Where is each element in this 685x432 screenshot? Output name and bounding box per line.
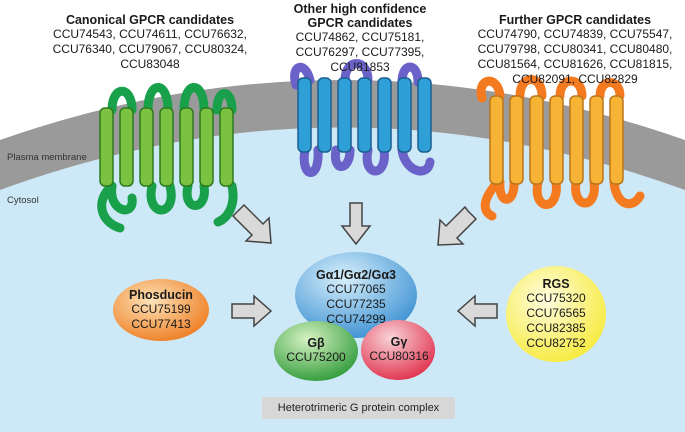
gbeta-node [274,321,358,381]
other-gpcr-heading: GPCR candidates [307,16,413,30]
gbeta-title: Gβ [307,336,325,350]
blue-helix-1 [297,77,312,153]
green-c-terminus [97,181,125,233]
blue-helix-6 [397,77,412,153]
blue-loops [290,59,435,177]
green-helix-6 [199,107,214,187]
arrow-from-canonical [231,203,272,244]
further-gpcr-id-line: CCU82091, CCU82829 [512,72,638,86]
blue-helix-4 [357,77,372,153]
green-helix-7 [219,107,234,187]
galpha-title: Gα1/Gα2/Gα3 [315,268,397,282]
phosducin-title: Phosducin [129,288,193,302]
galpha-text: Gα1/Gα2/Gα3 CCU77065 CCU77235 CCU74299 [296,268,416,327]
arrow-from-phosducin [231,294,273,328]
rgs-node [506,266,606,362]
ggamma-node [361,320,435,380]
further-gpcr-id-line: CCU79798, CCU80341, CCU80480, [477,42,673,56]
green-helix-5 [179,107,194,187]
green-intracellular-loops [107,181,238,227]
ggamma-text: Gγ CCU80316 [363,335,435,364]
rgs-id: CCU75320 [526,291,586,305]
other-gpcr-id-line: CCU81853 [330,60,390,74]
further-gpcr-id-line: CCU74790, CCU74839, CCU75547, [477,27,673,41]
orange-helix-3 [529,95,544,185]
green-helix-1 [99,107,114,187]
canonical-gpcr-block: Canonical GPCR candidates CCU74543, CCU7… [40,13,260,72]
galpha-id: CCU77235 [326,297,386,311]
plasma-membrane-label: Plasma membrane [7,152,87,163]
green-helix-3 [139,107,154,187]
rgs-id: CCU76565 [526,306,586,320]
blue-helix-5 [377,77,392,153]
galpha-node [295,252,417,338]
green-extracellular-loops [107,83,237,115]
ggamma-title: Gγ [390,335,408,349]
phosducin-id: CCU75199 [131,302,191,316]
arrow-from-further [437,205,478,246]
further-gpcr-receptor [476,75,645,221]
orange-helix-6 [589,95,604,185]
orange-helix-7 [609,95,624,185]
gbeta-id: CCU75200 [286,350,346,364]
rgs-id: CCU82385 [526,321,586,335]
other-gpcr-id-line: CCU76297, CCU77395, [295,45,425,59]
other-gpcr-block: Other high confidence GPCR candidates CC… [285,2,435,75]
canonical-gpcr-id-line: CCU74543, CCU74611, CCU76632, [53,27,247,41]
further-gpcr-heading: Further GPCR candidates [498,13,652,27]
gbeta-text: Gβ CCU75200 [276,336,356,365]
other-gpcr-heading: Other high confidence [293,2,427,16]
phosducin-text: Phosducin CCU75199 CCU77413 [113,288,209,332]
other-gpcr-receptor [290,59,435,177]
canonical-gpcr-heading: Canonical GPCR candidates [65,13,235,27]
cytosol-label: Cytosol [7,195,39,206]
orange-helix-5 [569,95,584,185]
phosducin-id: CCU77413 [131,317,191,331]
orange-helix-1 [489,95,504,185]
orange-loops [476,75,645,221]
blue-helix-7 [417,77,432,153]
further-gpcr-id-line: CCU81564, CCU81626, CCU81815, [477,57,673,71]
canonical-gpcr-receptor [97,83,238,233]
other-gpcr-id-line: CCU74862, CCU75181, [295,30,425,44]
rgs-title: RGS [542,277,570,291]
rgs-text: RGS CCU75320 CCU76565 CCU82385 CCU82752 [508,277,604,351]
ggamma-id: CCU80316 [369,349,429,363]
further-gpcr-block: Further GPCR candidates CCU74790, CCU748… [468,13,682,87]
orange-helix-2 [509,95,524,185]
blue-helix-2 [317,77,332,153]
blue-helix-3 [337,77,352,153]
green-helix-2 [119,107,134,187]
green-helix-4 [159,107,174,187]
arrow-from-other [340,202,372,246]
orange-helix-4 [549,95,564,185]
canonical-gpcr-id-line: CCU76340, CCU79067, CCU80324, [52,42,248,56]
galpha-id: CCU77065 [326,282,386,296]
canonical-gpcr-id-line: CCU83048 [120,57,180,71]
phosducin-node [113,279,209,341]
arrow-from-rgs [456,294,498,328]
complex-caption: Heterotrimeric G protein complex [262,397,455,419]
galpha-id: CCU74299 [326,312,386,326]
rgs-id: CCU82752 [526,336,586,350]
